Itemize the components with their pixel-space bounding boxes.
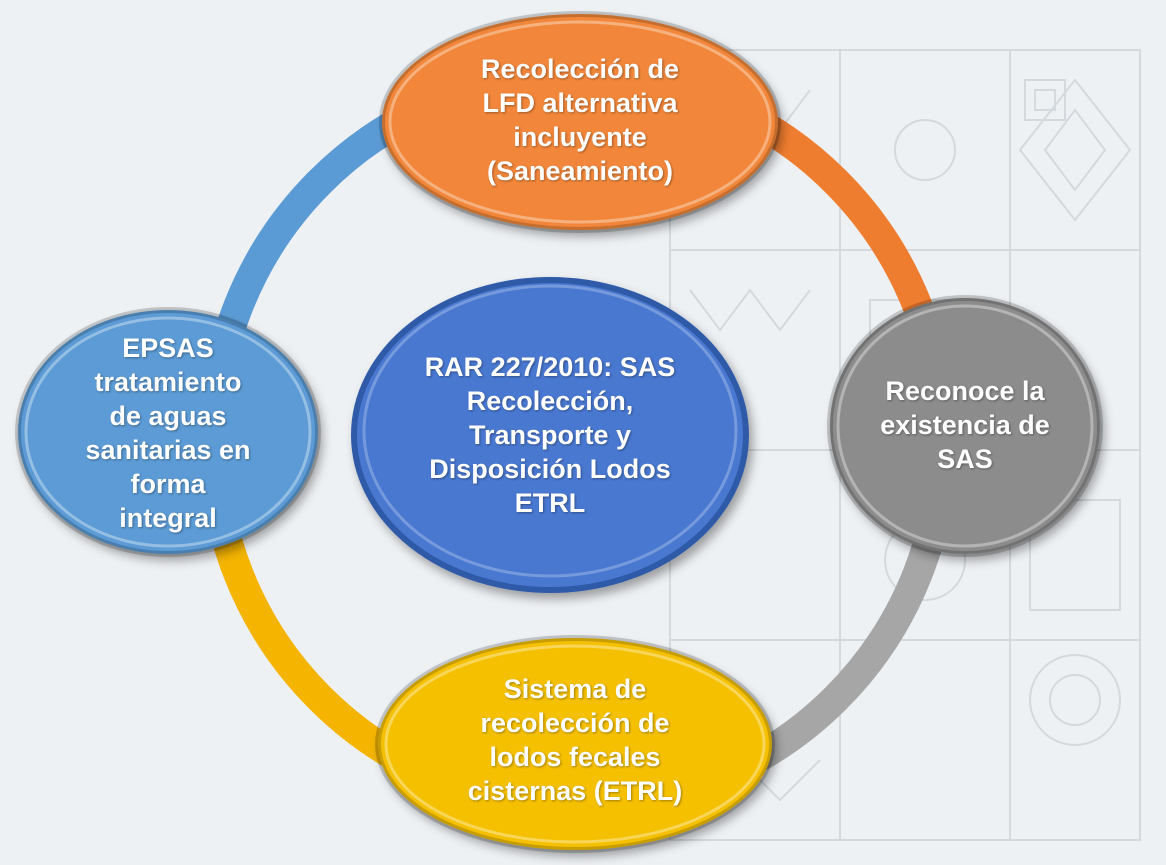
top-node-label: Recolección de LFD alternativa incluyent… <box>480 54 680 186</box>
pattern-circle <box>1029 654 1121 746</box>
pattern-zigzag <box>689 288 811 332</box>
bottom-node-highlight <box>384 644 766 844</box>
pattern-circle <box>894 119 956 181</box>
right-node-label: Reconoce la existencia de SAS <box>880 376 1050 474</box>
center-node-highlight <box>362 284 738 578</box>
right-node-highlight <box>836 304 1094 548</box>
center-node <box>351 277 749 593</box>
pattern-square <box>1024 79 1066 121</box>
right-node <box>827 295 1103 557</box>
top-node <box>379 11 781 233</box>
pattern-diamond <box>1018 78 1132 222</box>
top-node-highlight <box>388 20 772 224</box>
left-node <box>15 307 321 557</box>
pattern-circle <box>1049 674 1101 726</box>
pattern-diamond <box>1043 108 1107 192</box>
bottom-node-label: Sistema de recolección de lodos fecales … <box>467 674 683 806</box>
pattern-square <box>1034 89 1056 111</box>
center-node-label: RAR 227/2010: SAS Recolección, Transport… <box>424 352 676 518</box>
left-node-label: EPSAS tratamiento de aguas sanitarias en… <box>85 332 251 533</box>
left-node-highlight <box>24 316 312 548</box>
bottom-node <box>375 635 775 853</box>
